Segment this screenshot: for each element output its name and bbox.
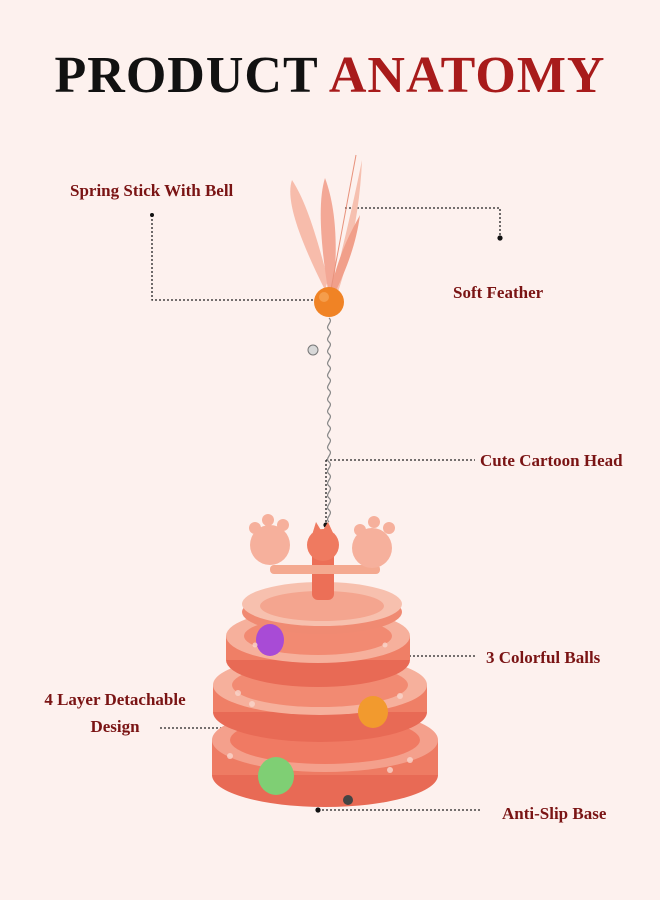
- label-layer-line2: Design: [90, 717, 140, 736]
- page-title: PRODUCT ANATOMY: [0, 46, 660, 105]
- title-product: PRODUCT: [54, 47, 318, 104]
- title-anatomy: ANATOMY: [328, 47, 606, 104]
- label-layer-design: 4 Layer Detachable Design: [30, 690, 200, 737]
- label-soft-feather: Soft Feather: [453, 283, 544, 302]
- label-spring-stick: Spring Stick With Bell: [70, 181, 234, 200]
- toy-tower: [212, 514, 438, 807]
- pom-ball: [314, 287, 344, 317]
- spring-stick: [326, 317, 332, 523]
- feather-icon: [290, 154, 362, 301]
- ball-green: [258, 757, 294, 795]
- label-layer-line1: 4 Layer Detachable: [44, 690, 186, 709]
- label-colorful-balls: 3 Colorful Balls: [486, 648, 601, 667]
- label-cartoon-head: Cute Cartoon Head: [480, 451, 623, 470]
- antler-right: [352, 516, 395, 568]
- label-anti-slip: Anti-Slip Base: [502, 804, 607, 823]
- bell-icon: [307, 344, 319, 356]
- ball-orange: [358, 696, 388, 728]
- antler-left: [249, 514, 290, 565]
- ball-purple: [256, 624, 284, 656]
